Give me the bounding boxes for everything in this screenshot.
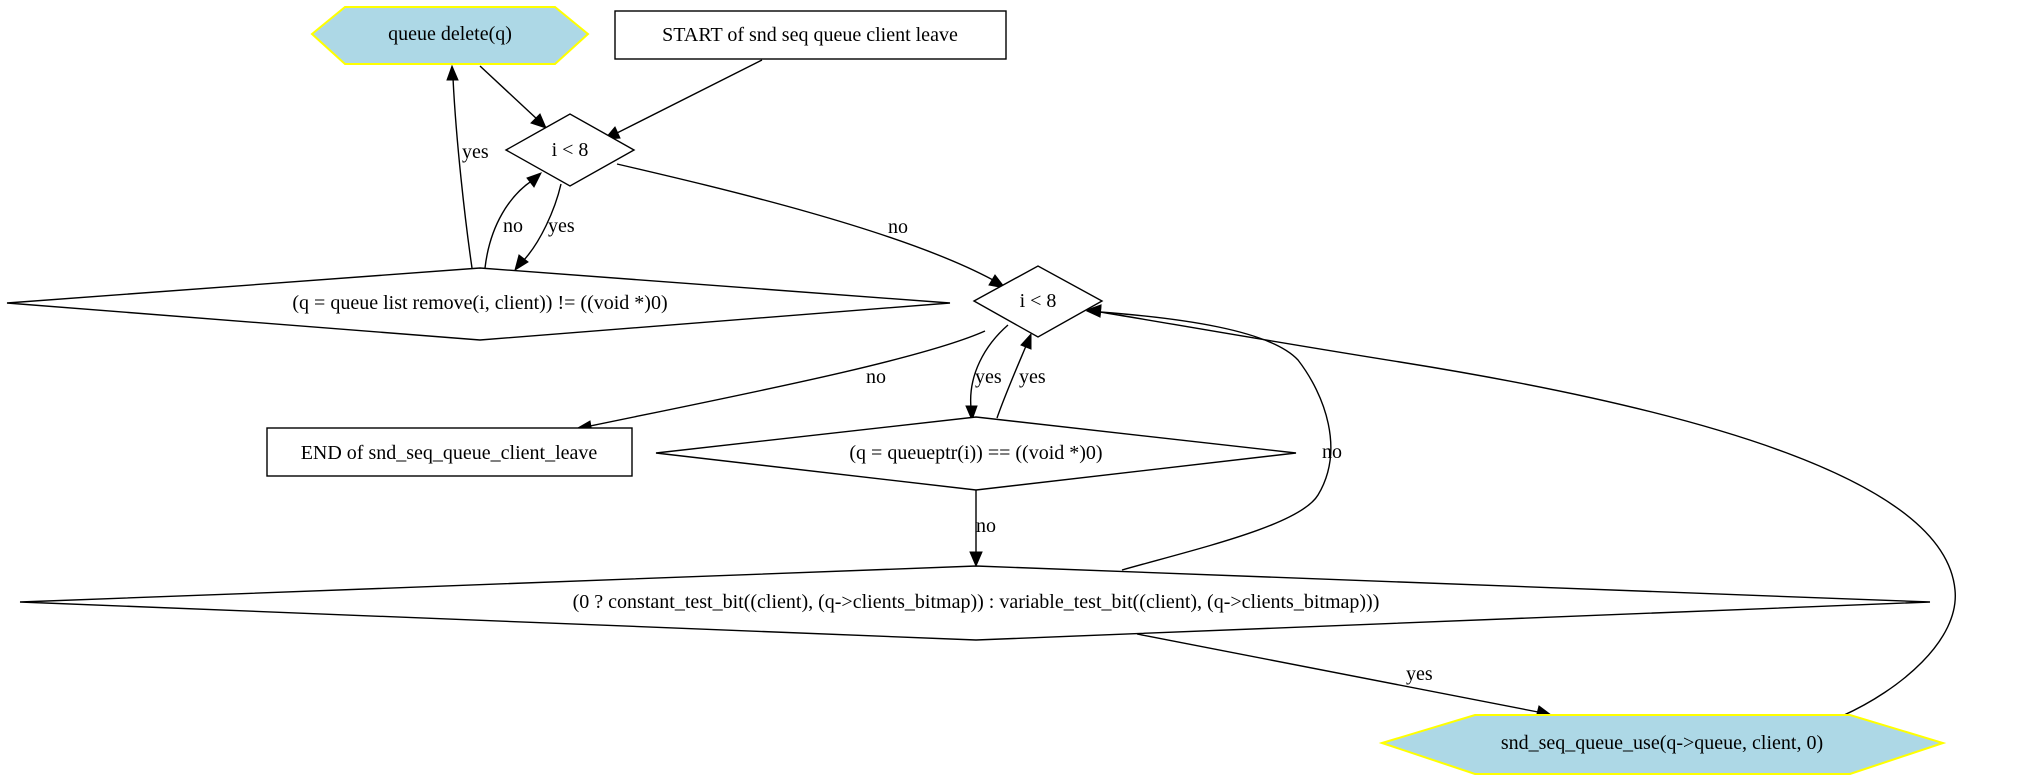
node-end: END of snd_seq_queue_client_leave bbox=[266, 427, 633, 477]
node-remove-condition: (q = queue list remove(i, client)) != ((… bbox=[6, 267, 951, 341]
edge-queueptr-to-loop2: yes bbox=[996, 332, 1046, 419]
edge-start-to-loop1 bbox=[603, 59, 763, 140]
edge-remove-to-delete: yes bbox=[446, 64, 489, 269]
edge-label-loop2-to-queueptr: yes bbox=[975, 366, 1002, 388]
edge-queueptr-to-testbit: no bbox=[969, 490, 996, 568]
edge-label-loop1-to-remove: yes bbox=[548, 215, 575, 237]
node-label-queueptr: (q = queueptr(i)) == ((void *)0) bbox=[849, 442, 1102, 464]
edge-use-to-loop2 bbox=[1085, 304, 1956, 717]
edge-label-remove-to-delete: yes bbox=[462, 141, 489, 163]
node-label-start: START of snd seq queue client leave bbox=[662, 24, 958, 46]
edge-label-queueptr-to-loop2: yes bbox=[1019, 366, 1046, 388]
edge-loop1-to-remove: yes bbox=[514, 183, 575, 272]
node-queue-use: snd_seq_queue_use(q->queue, client, 0) bbox=[1378, 714, 1947, 775]
node-label-remove: (q = queue list remove(i, client)) != ((… bbox=[292, 292, 667, 314]
edge-label-testbit-to-loop2: no bbox=[1322, 441, 1342, 463]
node-queue-delete: queue delete(q) bbox=[310, 6, 590, 65]
node-label-queue-delete: queue delete(q) bbox=[388, 23, 512, 45]
edge-testbit-to-use: yes bbox=[1136, 633, 1553, 719]
edge-loop2-to-end: no bbox=[574, 330, 986, 434]
node-loop2-condition: i < 8 bbox=[972, 265, 1104, 338]
node-label-testbit: (0 ? constant_test_bit((client), (q->cli… bbox=[573, 591, 1380, 613]
edge-label-loop2-to-end: no bbox=[866, 366, 886, 388]
node-label-loop2: i < 8 bbox=[1020, 290, 1057, 312]
node-loop1-condition: i < 8 bbox=[504, 113, 636, 187]
edge-loop1-to-loop2: no bbox=[616, 163, 1007, 289]
queue-use-hexagon bbox=[1378, 714, 1947, 775]
edge-label-remove-to-loop1: no bbox=[503, 215, 523, 237]
node-label-end: END of snd_seq_queue_client_leave bbox=[301, 442, 598, 464]
node-label-loop1: i < 8 bbox=[552, 139, 589, 161]
edge-label-testbit-to-use: yes bbox=[1406, 663, 1433, 685]
edge-loop2-to-queueptr: yes bbox=[965, 324, 1009, 422]
node-queueptr-condition: (q = queueptr(i)) == ((void *)0) bbox=[655, 416, 1297, 491]
node-testbit-condition: (0 ? constant_test_bit((client), (q->cli… bbox=[19, 565, 1931, 641]
queue-delete-hexagon bbox=[310, 6, 590, 65]
edge-delete-to-loop1 bbox=[479, 65, 547, 129]
node-start: START of snd seq queue client leave bbox=[614, 10, 1007, 60]
edge-label-loop1-to-loop2: no bbox=[888, 216, 908, 238]
edge-label-queueptr-to-testbit: no bbox=[976, 515, 996, 537]
node-label-queue-use: snd_seq_queue_use(q->queue, client, 0) bbox=[1501, 732, 1823, 754]
edge-remove-to-loop1: no bbox=[484, 172, 543, 269]
